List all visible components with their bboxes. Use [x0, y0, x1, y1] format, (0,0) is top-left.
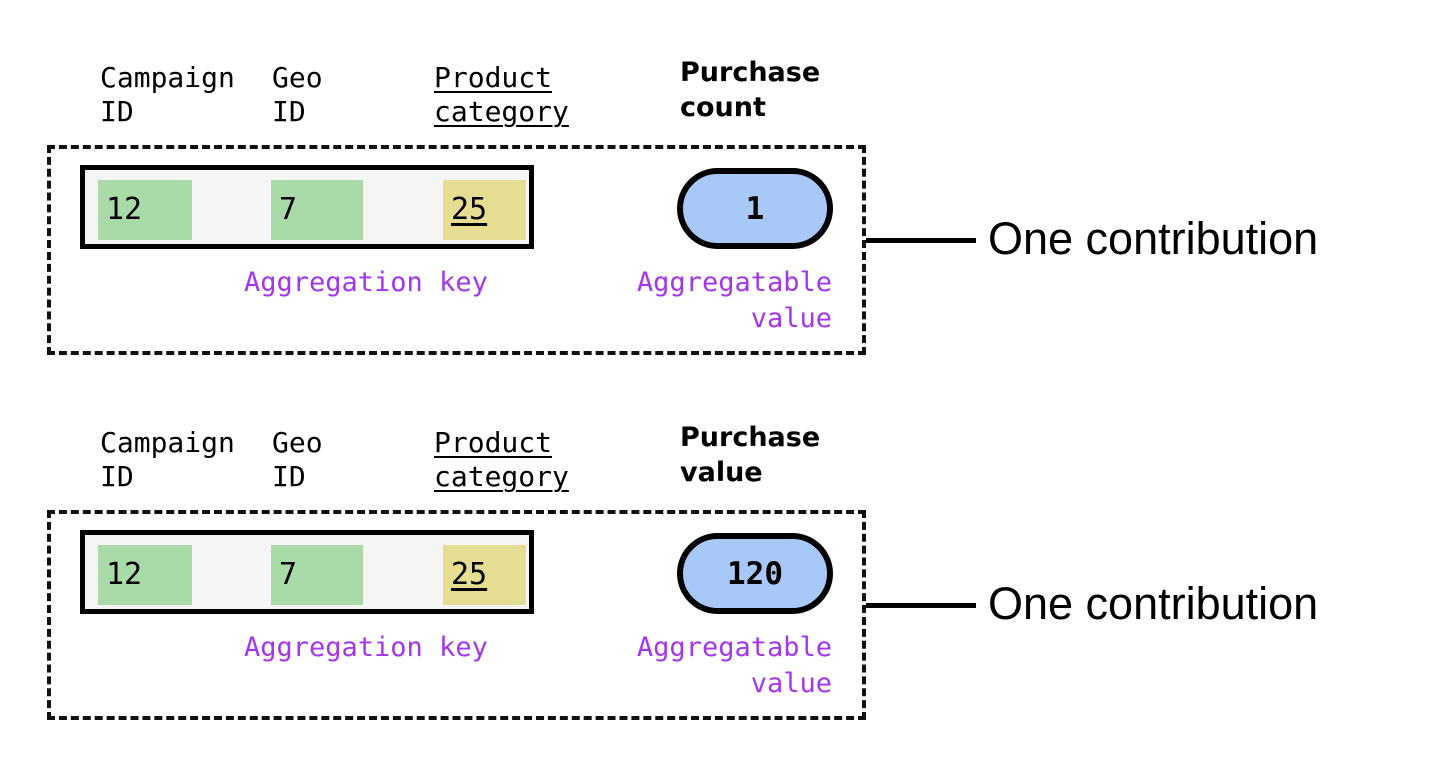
aggregation-key-box: 12 7 25 [80, 530, 534, 614]
annotation-aggregatable-value: Aggregatable value [636, 632, 832, 699]
column-headers: Campaign ID Geo ID Product category Purc… [0, 55, 1442, 135]
key-cell-product-category-value: 25 [451, 557, 488, 592]
callout-connector-line [866, 238, 976, 243]
key-cell-geo-id-value: 7 [279, 192, 298, 227]
key-cell-campaign-id-value: 12 [106, 192, 143, 227]
aggregatable-value-text: 1 [745, 190, 765, 227]
header-campaign-id: Campaign ID [100, 426, 235, 493]
callout-label-one-contribution: One contribution [988, 213, 1319, 264]
header-aggregatable-value: Purchase value [680, 422, 821, 488]
key-cell-campaign-id: 12 [98, 545, 192, 605]
aggregation-key-box: 12 7 25 [80, 165, 534, 249]
key-cell-campaign-id: 12 [98, 180, 192, 240]
key-cell-geo-id: 7 [271, 180, 363, 240]
annotation-aggregation-key: Aggregation key [244, 267, 488, 298]
annotation-aggregation-key: Aggregation key [244, 632, 488, 663]
header-product-category: Product category [434, 61, 569, 128]
key-cell-product-category: 25 [443, 545, 526, 605]
key-cell-product-category-value: 25 [451, 192, 488, 227]
header-aggregatable-value: Purchase count [680, 57, 821, 123]
annotation-aggregatable-value: Aggregatable value [636, 267, 832, 334]
contribution-boundary [47, 510, 866, 720]
contribution-boundary [47, 145, 866, 355]
aggregatable-value-pill: 1 [677, 168, 833, 249]
column-headers: Campaign ID Geo ID Product category Purc… [0, 420, 1442, 500]
key-cell-geo-id-value: 7 [279, 557, 298, 592]
aggregatable-value-text: 120 [727, 555, 783, 592]
callout-connector-line [866, 603, 976, 608]
header-geo-id: Geo ID [272, 61, 323, 128]
key-cell-product-category: 25 [443, 180, 526, 240]
aggregatable-value-pill: 120 [677, 533, 833, 614]
key-cell-geo-id: 7 [271, 545, 363, 605]
key-cell-campaign-id-value: 12 [106, 557, 143, 592]
header-geo-id: Geo ID [272, 426, 323, 493]
header-product-category: Product category [434, 426, 569, 493]
header-campaign-id: Campaign ID [100, 61, 235, 128]
callout-label-one-contribution: One contribution [988, 578, 1319, 629]
